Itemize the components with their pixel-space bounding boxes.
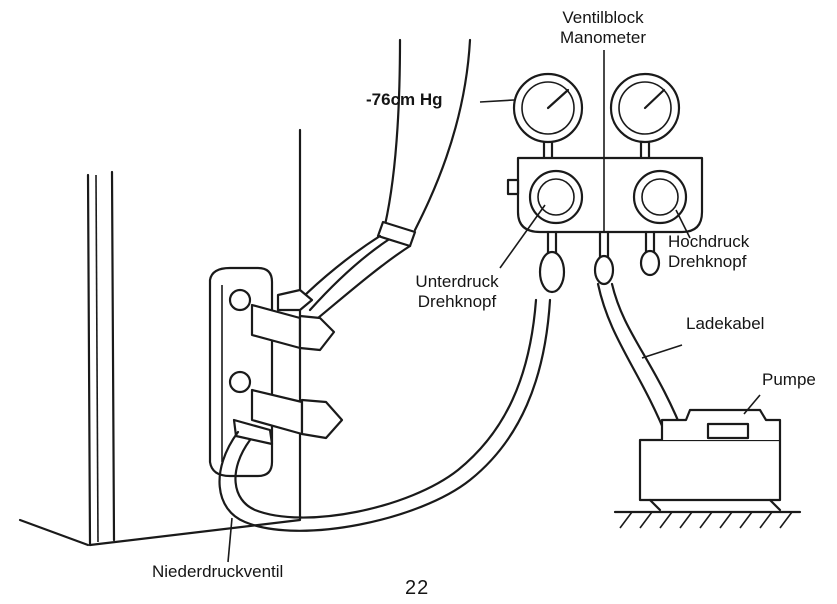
low-knob-line1: Unterdruck (415, 272, 499, 291)
low-pressure-valve-label: Niederdruckventil (152, 562, 284, 581)
gauge-reading-label: -76cm Hg (366, 90, 443, 109)
low-pressure-hose (218, 298, 552, 532)
low-knob-line2: Drehknopf (417, 292, 497, 311)
manifold-block (506, 50, 704, 294)
manifold-label: Ventilblock Manometer (548, 8, 658, 48)
lower-service-valve (228, 370, 344, 446)
indoor-unit (18, 128, 302, 547)
high-knob-line1: Hochdruck (668, 232, 750, 251)
high-knob-line2: Drehknopf (668, 252, 747, 271)
charging-hose (596, 282, 688, 442)
pipe-bundle (298, 38, 472, 320)
leader-lines (227, 99, 761, 563)
vacuum-pump (613, 408, 802, 529)
high-pressure-knob-label: Hochdruck Drehknopf (668, 232, 749, 272)
pump-label: Pumpe (762, 370, 816, 389)
charge-hose-label: Ladekabel (686, 314, 765, 333)
manifold-label-line2: Manometer (560, 28, 646, 47)
low-pressure-knob-label: Unterdruck Drehknopf (404, 272, 510, 312)
upper-service-valve (228, 288, 336, 352)
page-number: 22 (405, 577, 430, 599)
manifold-label-line1: Ventilblock (562, 8, 644, 27)
